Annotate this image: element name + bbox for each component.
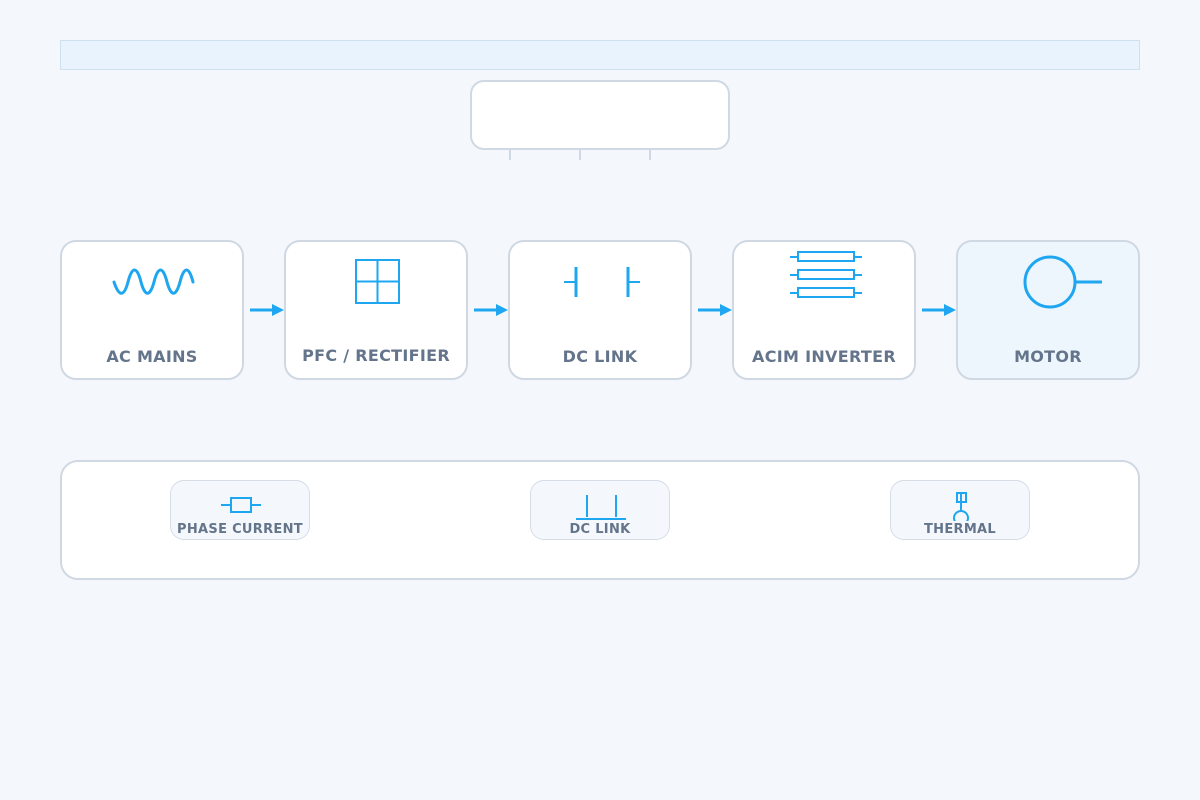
voltage-sense-icon — [576, 495, 626, 520]
thermistor-icon — [953, 492, 969, 521]
arrow-right-icon — [922, 304, 956, 316]
arrow-right-icon — [698, 304, 732, 316]
block-motor: MOTOR — [956, 240, 1140, 380]
block-label: AC MAINS — [106, 347, 198, 366]
top-banner — [60, 40, 1140, 70]
block-label: DC LINK — [562, 347, 638, 366]
controller-pin — [579, 150, 581, 160]
block-pfc-rectifier: PFC / RECTIFIER — [284, 240, 468, 380]
arrow-right-icon — [250, 304, 284, 316]
inverter-legs-icon — [790, 251, 862, 298]
block-label: MOTOR — [1014, 347, 1082, 366]
sensor-label: THERMAL — [923, 522, 997, 537]
sensor-label: DC LINK — [569, 522, 631, 537]
arrow-right-icon — [474, 304, 508, 316]
block-label: ACIM INVERTER — [752, 347, 896, 366]
controller-block — [470, 80, 730, 150]
sensor-dc-link: DC LINK — [530, 480, 670, 540]
motor-icon — [1023, 255, 1102, 309]
block-label: PFC / RECTIFIER — [302, 346, 450, 365]
sensor-thermal: THERMAL — [890, 480, 1030, 540]
rectifier-grid-icon — [355, 259, 400, 304]
sine-wave-icon — [112, 268, 195, 295]
controller-pin — [649, 150, 651, 160]
block-acim-inverter: ACIM INVERTER — [732, 240, 916, 380]
controller-pin — [509, 150, 511, 160]
sensor-label: PHASE CURRENT — [177, 522, 303, 537]
capacitor-icon — [564, 267, 640, 297]
block-ac-mains: AC MAINS — [60, 240, 244, 380]
sensor-phase-current: PHASE CURRENT — [170, 480, 310, 540]
current-shunt-icon — [221, 497, 261, 513]
block-dc-link: DC LINK — [508, 240, 692, 380]
